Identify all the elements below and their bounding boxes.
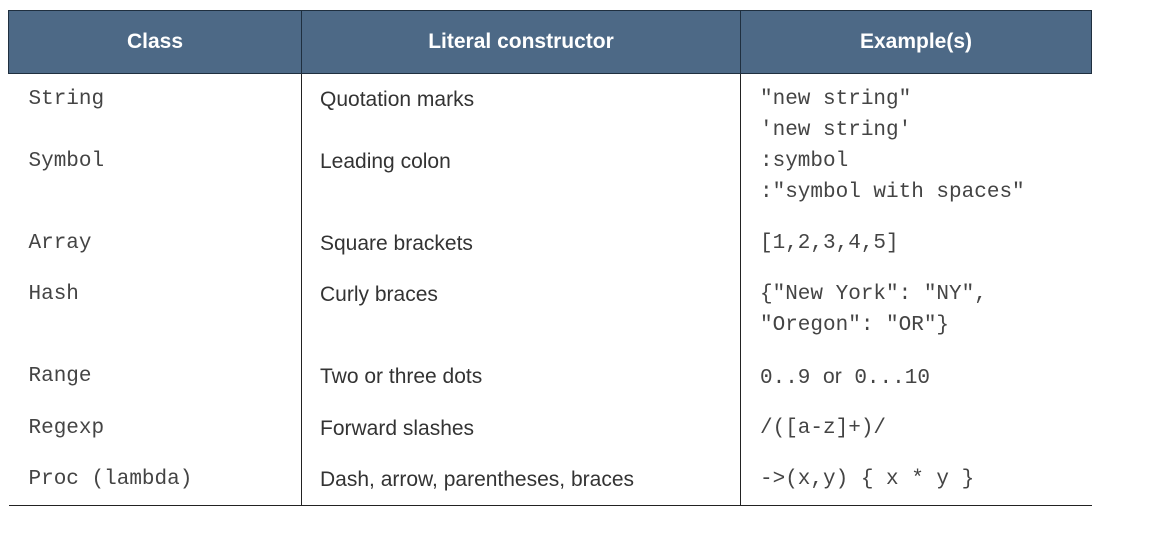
examples-cell: :symbol :"symbol with spaces" — [740, 146, 1092, 228]
examples-cell: 0..9 or 0...10 — [740, 361, 1092, 413]
table-row: Range Two or three dots 0..9 or 0...10 — [9, 361, 1092, 413]
table-row: Array Square brackets [1,2,3,4,5] — [9, 228, 1092, 279]
class-cell: String — [28, 88, 105, 111]
example-line: /([a-z]+)/ — [760, 417, 887, 440]
class-cell: Proc (lambda) — [8, 464, 302, 506]
constructor-cell: Quotation marks — [301, 73, 741, 146]
header-examples: Example(s) — [740, 10, 1092, 74]
example-line: 'new string' — [760, 119, 912, 142]
constructor-cell: Square brackets — [301, 228, 741, 279]
example-line: [1,2,3,4,5] — [760, 232, 899, 255]
table-row: Proc (lambda) Dash, arrow, parentheses, … — [8, 464, 1092, 506]
class-cell: Array — [28, 232, 92, 255]
example-line: :"symbol with spaces" — [760, 181, 1025, 204]
example-code: 0..9 — [760, 367, 811, 390]
class-cell: Range — [28, 365, 92, 388]
constructor-cell: Forward slashes — [301, 413, 741, 464]
class-cell: Symbol — [28, 150, 105, 173]
literal-constructors-table: Class Literal constructor Example(s) Str… — [8, 10, 1092, 506]
example-line: {"New York": "NY", — [760, 283, 987, 306]
table: Class Literal constructor Example(s) Str… — [8, 10, 1092, 506]
constructor-cell: Curly braces — [301, 279, 741, 361]
examples-cell: {"New York": "NY", "Oregon": "OR"} — [740, 279, 1092, 361]
header-row: Class Literal constructor Example(s) — [8, 10, 1092, 74]
table-row: String Quotation marks "new string" 'new… — [9, 73, 1092, 146]
header-class: Class — [8, 10, 302, 74]
table-body: String Quotation marks "new string" 'new… — [8, 73, 1092, 506]
class-cell: Hash — [28, 283, 79, 306]
header-literal-constructor: Literal constructor — [301, 10, 741, 74]
examples-cell: ->(x,y) { x * y } — [740, 464, 1092, 506]
example-line: "new string" — [760, 88, 912, 111]
example-line: 0..9 or 0...10 — [760, 361, 1092, 394]
examples-cell: /([a-z]+)/ — [740, 413, 1092, 464]
example-line: "Oregon": "OR"} — [760, 314, 950, 337]
examples-cell: "new string" 'new string' — [740, 73, 1092, 146]
table-header: Class Literal constructor Example(s) — [8, 10, 1092, 74]
table-row: Regexp Forward slashes /([a-z]+)/ — [9, 413, 1092, 464]
example-connector: or — [823, 365, 842, 388]
table-row: Hash Curly braces {"New York": "NY", "Or… — [9, 279, 1092, 361]
example-line: :symbol — [760, 150, 849, 173]
example-code: 0...10 — [854, 367, 930, 390]
table-row: Symbol Leading colon :symbol :"symbol wi… — [9, 146, 1092, 228]
constructor-cell: Leading colon — [301, 146, 741, 228]
constructor-cell: Two or three dots — [301, 361, 741, 413]
examples-cell: [1,2,3,4,5] — [740, 228, 1092, 279]
class-cell: Regexp — [28, 417, 105, 440]
example-line: ->(x,y) { x * y } — [760, 468, 975, 491]
constructor-cell: Dash, arrow, parentheses, braces — [301, 464, 741, 506]
